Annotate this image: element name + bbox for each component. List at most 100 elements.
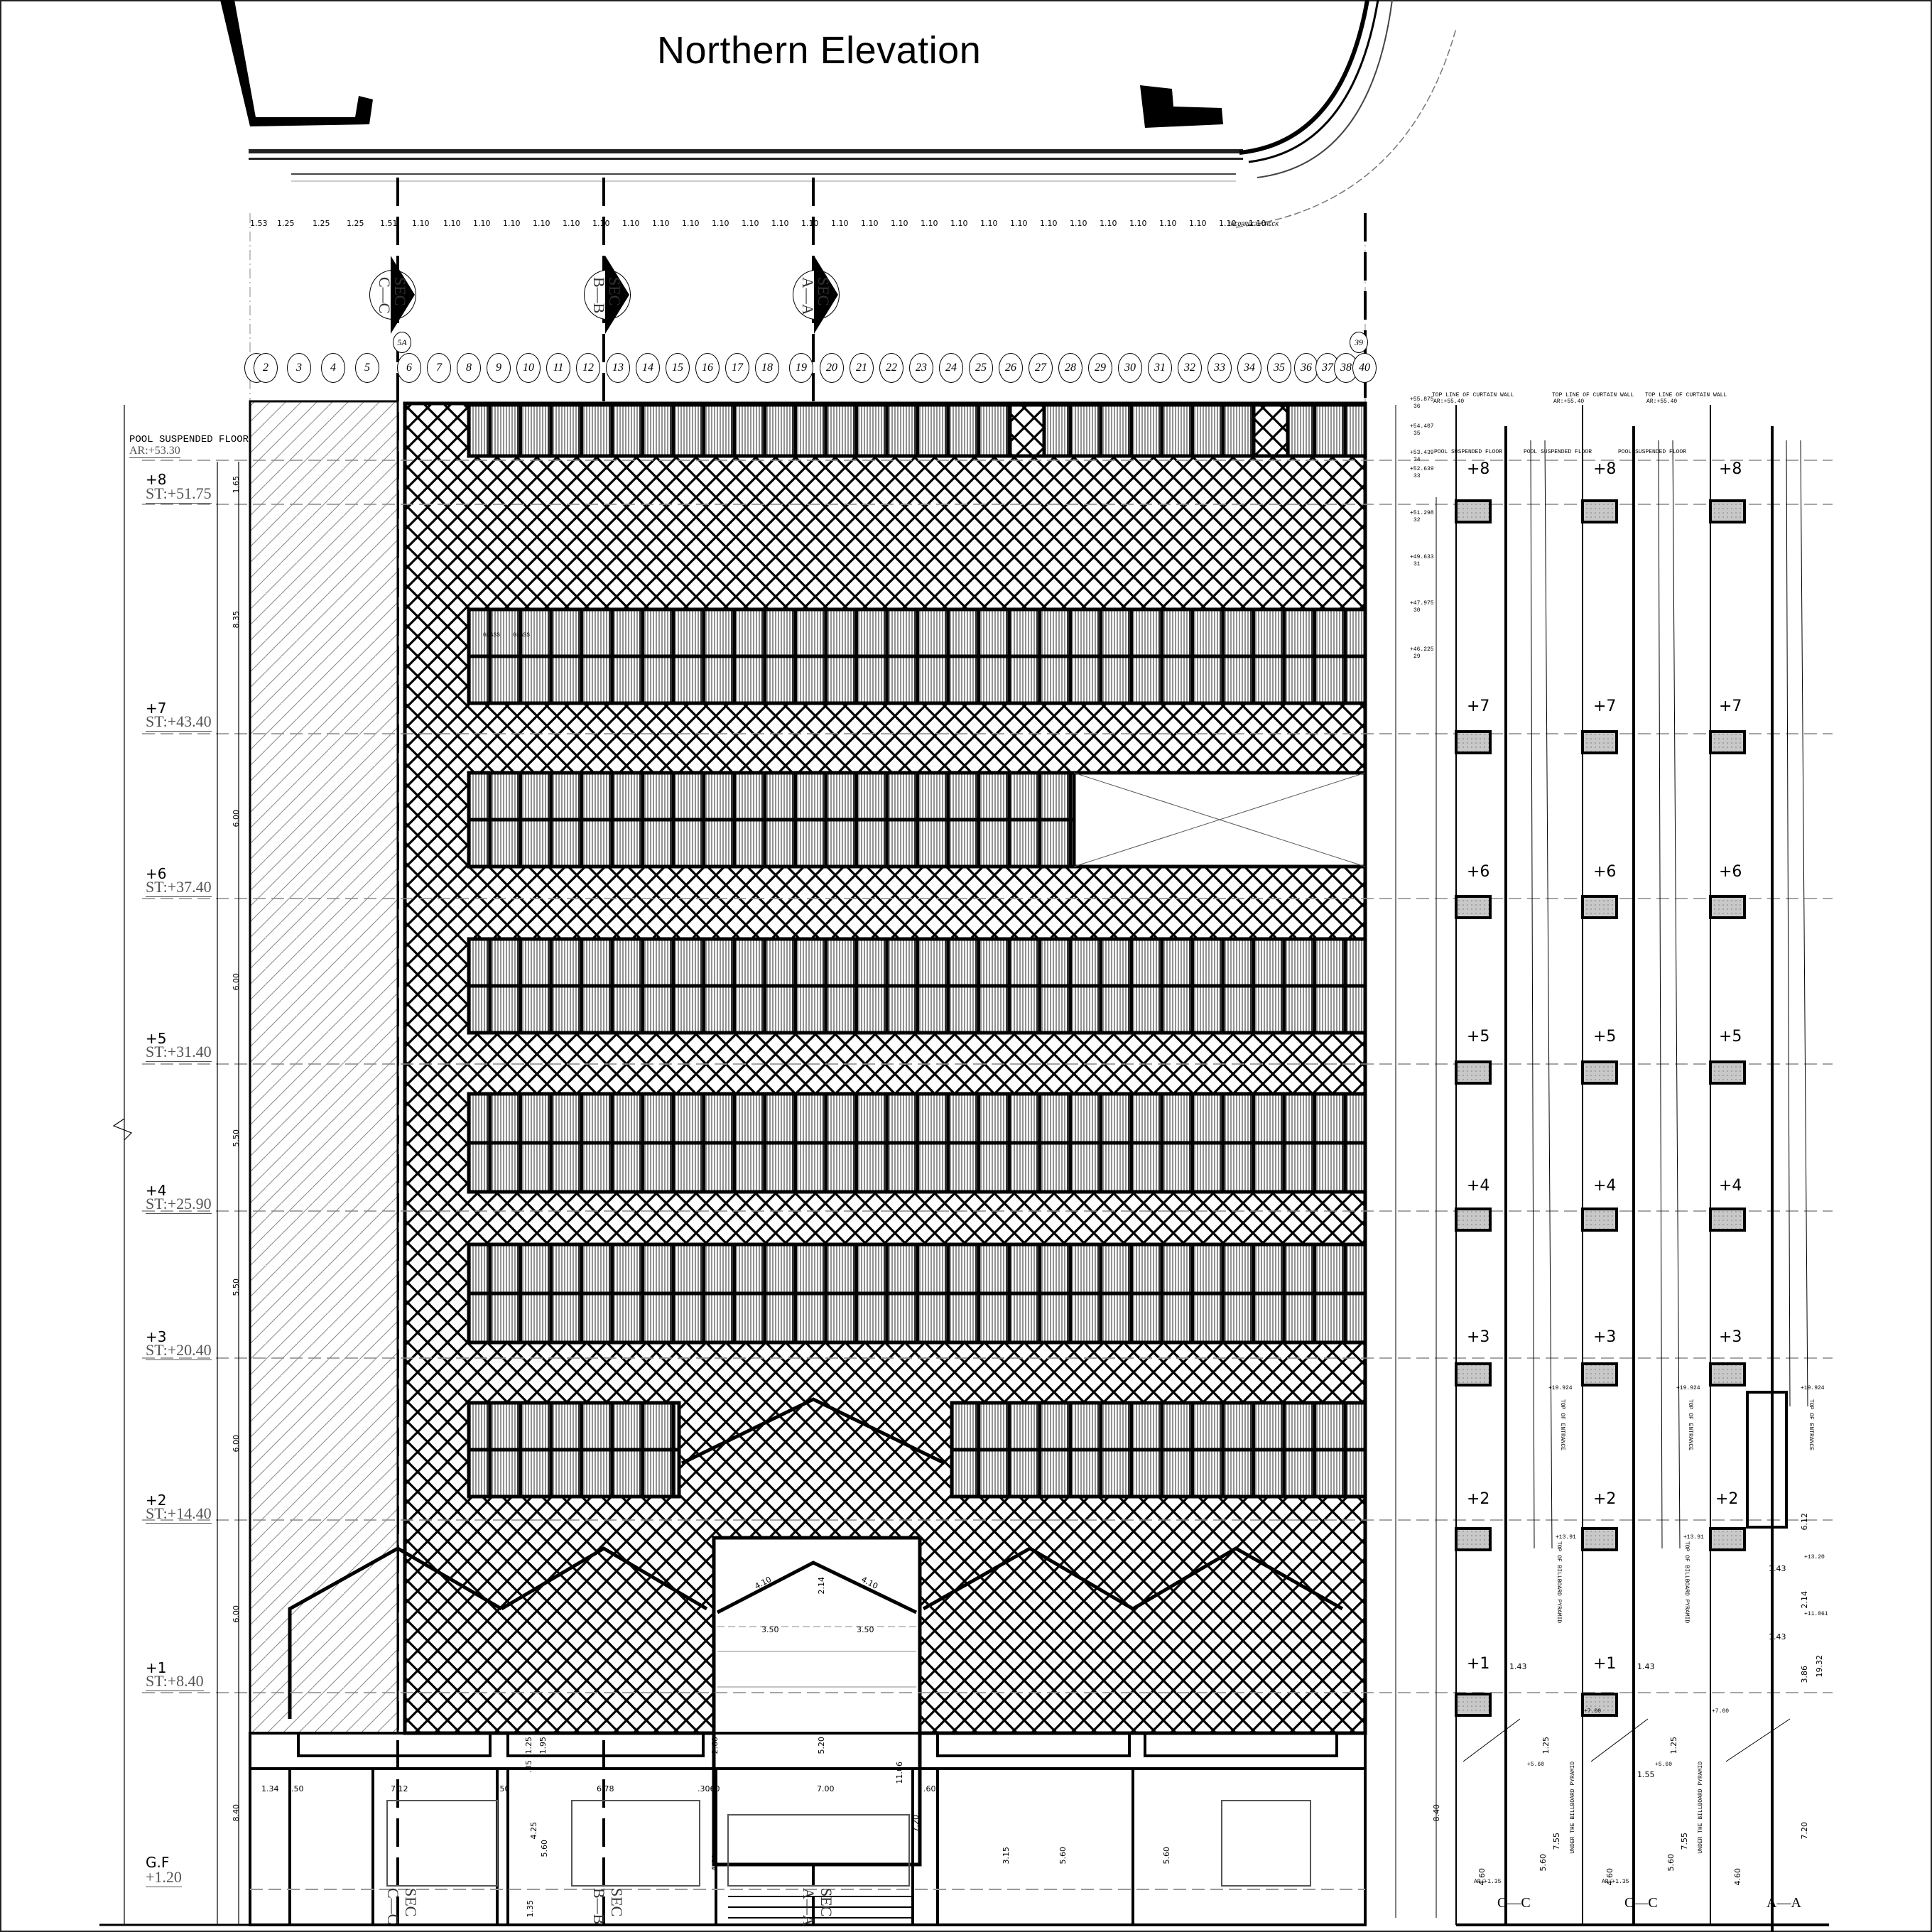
section-elev: +13.91 xyxy=(1683,1534,1704,1541)
section-marker-a[interactable]: A—A SEC xyxy=(793,256,857,334)
grid-axis-bubble: 4 xyxy=(321,353,345,383)
grid-axis-bubble: 10 xyxy=(516,353,541,383)
tick-num: 33 xyxy=(1413,473,1421,479)
dim-h: .60 xyxy=(707,1784,720,1793)
plan-spacing: 1.10 xyxy=(443,219,461,228)
section-title: C—C xyxy=(1497,1895,1531,1911)
section-level: +7 xyxy=(1467,698,1490,715)
plan-spacing: 1.10 xyxy=(831,219,849,228)
note-under-billboard: UNDER THE BILLBOARD PYRAMID xyxy=(1698,1762,1704,1854)
grid-axis-bubble: 7 xyxy=(427,353,451,383)
section-elev: +13.20 xyxy=(1804,1554,1825,1561)
section-pool-label: POOL SUSPENDED FLOOR xyxy=(1618,449,1687,455)
tick-num: 29 xyxy=(1413,653,1421,660)
section-top-ar: AR:+55.40 xyxy=(1646,398,1678,405)
grid-axis-bubble-39: 39 xyxy=(1350,332,1368,353)
section-dim: 1.43 xyxy=(1637,1662,1655,1671)
gable-frames xyxy=(288,1397,1344,1867)
dim-v: 11.06 xyxy=(895,1762,904,1784)
section-title: C—C xyxy=(1624,1895,1658,1911)
plan-note: INCORRECT-CHECK xyxy=(1227,222,1279,228)
tick-num: 31 xyxy=(1413,561,1421,568)
section-pool-label: POOL SUSPENDED FLOOR xyxy=(1434,449,1503,455)
section-elev: +5.60 xyxy=(1655,1762,1673,1768)
section-top-label: TOP LINE OF CURTAIN WALL xyxy=(1552,392,1634,398)
section-level: +6 xyxy=(1593,863,1617,881)
section-elev: AR:+1.35 xyxy=(1474,1879,1502,1885)
grid-axis-bubble: 34 xyxy=(1237,353,1261,383)
plan-spacing: 1.10 xyxy=(1249,219,1266,228)
grid-axis-bubble: 36 xyxy=(1294,353,1318,383)
level-value: ST:+51.75 xyxy=(146,484,212,504)
plan-spacing: 1.10 xyxy=(1219,219,1237,228)
section-dim: 3.86 xyxy=(1800,1666,1809,1683)
level-lines xyxy=(142,460,1833,1693)
dim-h: .50 xyxy=(291,1784,304,1793)
plan-spacing: 1.10 xyxy=(1010,219,1028,228)
grid-axis-bubble: 19 xyxy=(789,353,813,383)
section-level: +6 xyxy=(1467,863,1490,881)
section-dim: 7.55 xyxy=(1552,1833,1561,1850)
section-marker-b[interactable]: B—B SEC xyxy=(584,256,648,334)
plan-spacing: 1.10 xyxy=(861,219,879,228)
level-value: ST:+31.40 xyxy=(146,1043,212,1062)
section-elev: +13.91 xyxy=(1556,1534,1576,1541)
level-value: ST:+43.40 xyxy=(146,712,212,732)
section-cut-label-a: SEC xyxy=(818,1888,835,1917)
section-details xyxy=(1455,405,1829,1932)
plan-spacing: 1.10 xyxy=(1189,219,1207,228)
section-elev: +7.00 xyxy=(1712,1708,1730,1715)
plan-spacing: 1.10 xyxy=(891,219,908,228)
grid-axis-bubble: 12 xyxy=(576,353,600,383)
dim-height: 2.14 xyxy=(817,1577,826,1595)
level-name: +7 xyxy=(146,700,167,717)
grid-axis-bubble: 28 xyxy=(1058,353,1082,383)
plan-spacing: 1.10 xyxy=(622,219,640,228)
section-cut-label-b: SEC xyxy=(608,1888,626,1917)
floor-height: 8.35 xyxy=(232,611,241,629)
grid-axis-bubble: 31 xyxy=(1148,353,1172,383)
grid-axis-bubble: 35 xyxy=(1267,353,1291,383)
grid-axis-bubble: 8 xyxy=(457,353,481,383)
section-dim: 7.20 xyxy=(1800,1822,1809,1840)
plan-spacing: 1.10 xyxy=(473,219,491,228)
section-elev: +5.60 xyxy=(1527,1762,1545,1768)
section-dim: 2.14 xyxy=(1800,1591,1809,1609)
dim-h: 1.34 xyxy=(261,1784,279,1793)
tick-elev: +51.298 xyxy=(1410,510,1434,516)
level-value: ST:+14.40 xyxy=(146,1504,212,1524)
section-dim: 5.60 xyxy=(1666,1854,1676,1872)
section-top-label: TOP LINE OF CURTAIN WALL xyxy=(1432,392,1514,398)
floor-height: 5.50 xyxy=(232,1279,241,1296)
grid-axis-bubble: 33 xyxy=(1208,353,1232,383)
section-level: +5 xyxy=(1719,1028,1742,1046)
grid-axis-bubble: 18 xyxy=(755,353,779,383)
section-level: +7 xyxy=(1593,698,1617,715)
level-value: ST:+8.40 xyxy=(146,1672,204,1691)
dim-h: 7.00 xyxy=(817,1784,835,1793)
plan-spacing: 1.10 xyxy=(682,219,700,228)
section-level: +3 xyxy=(1467,1328,1490,1346)
dim-v: 7.20 xyxy=(911,1815,921,1833)
level-value: ST:+20.40 xyxy=(146,1341,212,1360)
plan-spacing: 1.10 xyxy=(1070,219,1087,228)
level-name: +4 xyxy=(146,1182,167,1199)
level-name: +2 xyxy=(146,1492,167,1509)
section-marker-c[interactable]: C—C SEC xyxy=(369,256,433,334)
section-cut-id-c: C—C xyxy=(384,1888,402,1925)
note-top-billboard: TOP OF BILLBOARD PYRAMID xyxy=(1683,1541,1690,1624)
section-level: +8 xyxy=(1467,460,1490,478)
section-marker-id: C—C xyxy=(376,277,394,314)
tick-num: 35 xyxy=(1413,430,1421,437)
grid-axis-bubble: 17 xyxy=(725,353,749,383)
dim-h: .60 xyxy=(923,1784,936,1793)
section-level: +1 xyxy=(1467,1655,1490,1673)
grid-axis-bubble: 11 xyxy=(546,353,570,383)
section-dim: 7.55 xyxy=(1680,1833,1689,1850)
section-marker-id: B—B xyxy=(590,277,608,314)
section-marker-id: A—A xyxy=(799,277,817,315)
grid-axis-bubble: 3 xyxy=(287,353,311,383)
plan-spacing: 1.10 xyxy=(921,219,938,228)
section-level: +3 xyxy=(1593,1328,1617,1346)
